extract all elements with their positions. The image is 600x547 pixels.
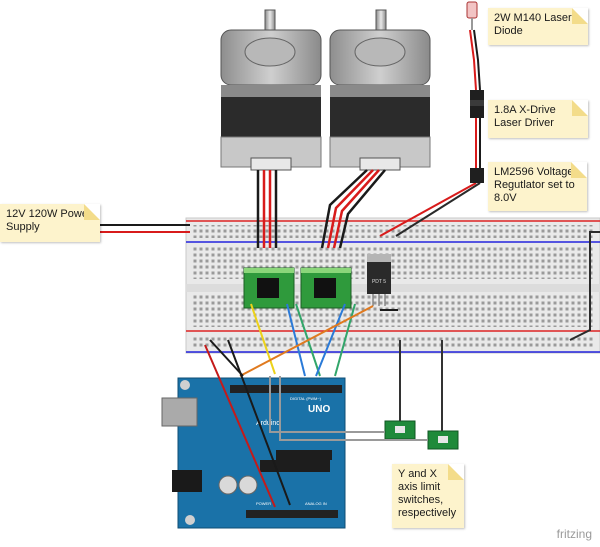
- limit-switch-y: [384, 420, 416, 440]
- arduino-uno: UNO Arduino DIGITAL (PWM~) POWER ANALOG …: [161, 377, 346, 529]
- limit-switch-x: [427, 430, 459, 450]
- laser-wires: [379, 29, 481, 237]
- note-limit-switches: Y and X axis limit switches, respectivel…: [392, 464, 464, 528]
- note-regulator: LM2596 Voltage Regutlator set to 8.0V: [488, 162, 587, 211]
- stepper-driver-right: [300, 267, 352, 309]
- note-laser-driver: 1.8A X-Drive Laser Driver: [488, 100, 588, 138]
- stepper-motor-left: [220, 9, 322, 171]
- digital-header-label: DIGITAL (PWM~): [290, 396, 322, 401]
- laser-diode: [466, 1, 478, 30]
- laser-driver: [470, 90, 484, 118]
- fritzing-watermark: fritzing: [556, 527, 592, 541]
- stepper-driver-left: [243, 267, 295, 309]
- power-supply-wires: [98, 224, 190, 233]
- arduino-brand-label: Arduino: [256, 420, 280, 427]
- motor-wires: [256, 169, 386, 249]
- analog-header-label: ANALOG IN: [305, 501, 327, 506]
- note-laser-diode: 2W M140 Laser Diode: [488, 8, 588, 45]
- power-header-label: POWER: [256, 501, 271, 506]
- stepper-motor-right: [329, 9, 431, 171]
- signal-wires: [204, 231, 600, 508]
- regulator-chip-label: PDT 5: [372, 279, 386, 285]
- lm2596-module: [470, 168, 484, 183]
- arduino-uno-logo: UNO: [308, 404, 330, 415]
- note-power-supply: 12V 120W Power Supply: [0, 204, 100, 242]
- voltage-regulator: PDT 5: [367, 254, 391, 306]
